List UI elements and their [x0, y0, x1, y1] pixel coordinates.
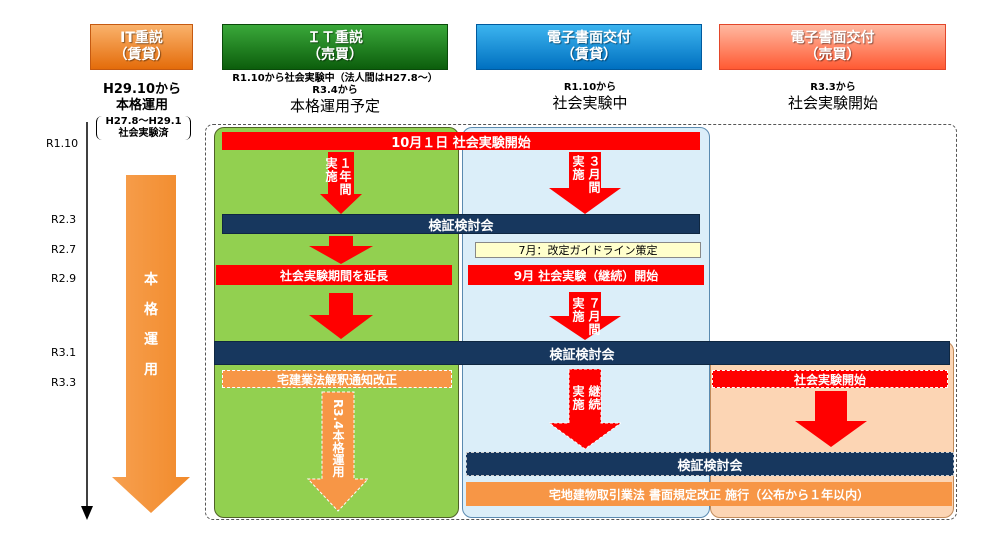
outer-dashed-frame [205, 124, 957, 520]
timeline-axis [81, 122, 93, 520]
full-operation-char3: 運 [144, 332, 158, 348]
full-operation-text: 本 格 運 用 [130, 265, 172, 385]
arrow-doc-rent-7months-left: 実施 [571, 297, 585, 323]
header-it-rent-line2: （賃貸） [113, 47, 170, 63]
arrow-it-sale-1year [320, 152, 362, 214]
arrow-doc-rent-7months-right: ７月間 [587, 297, 601, 336]
arrow-doc-rent-continue-left: 実施 [571, 385, 585, 411]
header-doc-rent-line1: 電子書面交付 [547, 30, 631, 46]
bar-guideline: 7月：改定ガイドライン策定 [475, 242, 701, 258]
header-doc-sale-line2: （売買） [804, 47, 861, 63]
full-operation-char1: 本 [144, 272, 158, 288]
sub-it-rent-note2: 社会実験済 [118, 128, 169, 139]
arrow-it-sale-1year-right: １年間 [338, 157, 352, 196]
timeline-r3-3: R3.3 [51, 376, 77, 389]
bar-review-1: 検証検討会 [222, 214, 700, 234]
header-it-sale-line1: ＩＴ重説 [307, 30, 363, 46]
header-doc-sale-line1: 電子書面交付 [790, 30, 875, 46]
bar-extend: 社会実験期間を延長 [216, 265, 452, 285]
sub-doc-rent-line1: R1.10から [563, 82, 617, 93]
header-it-rent-line1: IT重説 [120, 30, 163, 46]
arrow-it-sale-full-operation-text: R3.4本格運用 [331, 399, 345, 478]
sub-doc-sale-line1: R3.3から [810, 82, 856, 93]
arrow-doc-rent-3months-left: 実施 [571, 155, 585, 181]
sub-it-sale-line2: R3.4から [312, 85, 358, 96]
bar-sale-experiment-start: 社会実験開始 [712, 370, 948, 388]
sub-doc-rent-line2: 社会実験中 [552, 94, 628, 112]
sub-it-rent-line2: 本格運用 [115, 98, 168, 113]
sub-doc-rent: R1.10から 社会実験中 [480, 82, 700, 112]
sub-it-sale-line1: R1.10から社会実験中（法人間はH27.8〜） [232, 73, 438, 84]
timeline-r2-3: R2.3 [51, 213, 77, 226]
sub-it-rent-note: H27.8〜H29.1 社会実験済 [96, 116, 191, 140]
arrow-doc-rent-3months [549, 152, 621, 214]
bar-law-amendment: 宅地建物取引業法 書面規定改正 施行（公布から１年以内） [466, 482, 952, 506]
header-it-rent: IT重説 （賃貸） [90, 24, 193, 70]
full-operation-arrow [112, 175, 190, 513]
arrow-doc-rent-continue [549, 369, 621, 449]
bar-review-2: 検証検討会 [214, 341, 950, 365]
sub-it-rent-note1: H27.8〜H29.1 [105, 116, 182, 127]
arrow-it-sale-to-extend [309, 236, 373, 264]
arrow-it-sale-to-review2 [309, 293, 373, 339]
full-operation-char2: 格 [144, 302, 158, 318]
arrow-doc-sale [795, 391, 867, 447]
arrow-it-sale-1year-left: 実施 [324, 157, 338, 183]
timeline-r2-9: R2.9 [51, 272, 77, 285]
header-doc-rent: 電子書面交付 （賃貸） [476, 24, 702, 70]
sub-doc-sale: R3.3から 社会実験開始 [722, 82, 944, 112]
bar-experiment-start: 10月１日 社会実験開始 [222, 132, 700, 151]
arrow-doc-rent-continue-right: 継続 [587, 385, 601, 411]
timeline-r3-1: R3.1 [51, 346, 77, 359]
header-doc-rent-line2: （賃貸） [561, 47, 617, 63]
full-operation-char4: 用 [144, 362, 158, 378]
bar-notice-revision: 宅建業法解釈通知改正 [222, 370, 452, 388]
header-it-sale-line2: （売買） [307, 47, 363, 63]
header-it-sale: ＩＴ重説 （売買） [222, 24, 448, 70]
sub-it-rent: H29.10から 本格運用 [92, 82, 192, 114]
sub-doc-sale-line2: 社会実験開始 [787, 94, 878, 112]
sub-it-rent-line1: H29.10から [102, 82, 181, 97]
sub-it-sale-line3: 本格運用予定 [289, 97, 380, 115]
timeline-r1-10: R1.10 [46, 137, 79, 150]
bar-continue: 9月 社会実験（継続）開始 [468, 265, 704, 285]
header-doc-sale: 電子書面交付 （売買） [719, 24, 946, 70]
bar-review-3: 検証検討会 [466, 452, 954, 476]
sub-it-sale: R1.10から社会実験中（法人間はH27.8〜） R3.4から 本格運用予定 [214, 73, 456, 115]
arrow-it-sale-full-operation [306, 391, 370, 512]
arrow-doc-rent-7months [549, 292, 621, 340]
arrow-doc-rent-3months-right: ３月間 [587, 155, 601, 194]
timeline-r2-7: R2.7 [51, 243, 77, 256]
